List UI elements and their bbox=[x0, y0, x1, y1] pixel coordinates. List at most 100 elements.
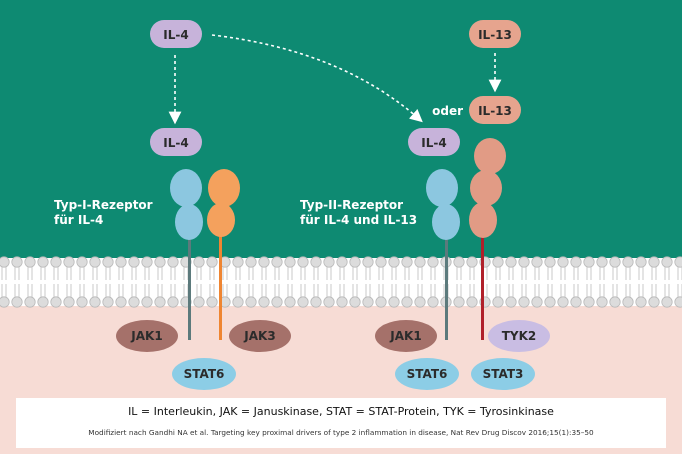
stat6-left-pill bbox=[172, 358, 236, 390]
lipid-head-inner bbox=[297, 296, 309, 308]
lipid-head-inner bbox=[596, 296, 608, 308]
lipid-head-outer bbox=[375, 256, 387, 268]
lipid-head-outer bbox=[115, 256, 127, 268]
lipid-head-inner bbox=[11, 296, 23, 308]
lipid-head-outer bbox=[401, 256, 413, 268]
type1-receptor-il4ra-lower bbox=[175, 204, 203, 240]
lipid-head-inner bbox=[245, 296, 257, 308]
lipid-head-outer bbox=[11, 256, 23, 268]
type2-receptor-label-line2: für IL-4 und IL-13 bbox=[300, 213, 417, 227]
lipid-head-outer bbox=[388, 256, 400, 268]
lipid-head-inner bbox=[648, 296, 660, 308]
legend-footer: IL = Interleukin, JAK = Januskinase, STA… bbox=[16, 398, 666, 448]
lipid-head-inner bbox=[128, 296, 140, 308]
lipid-head-inner bbox=[674, 296, 682, 308]
lipid-head-inner bbox=[323, 296, 335, 308]
lipid-head-inner bbox=[362, 296, 374, 308]
jak3-pill bbox=[229, 320, 291, 352]
lipid-head-inner bbox=[89, 296, 101, 308]
lipid-head-outer bbox=[154, 256, 166, 268]
lipid-head-outer bbox=[167, 256, 179, 268]
il4-ligand-type1-label: IL-4 bbox=[163, 136, 188, 150]
lipid-head-outer bbox=[349, 256, 361, 268]
lipid-head-outer bbox=[544, 256, 556, 268]
type1-receptor-stem-blue bbox=[188, 236, 191, 340]
lipid-head-outer bbox=[570, 256, 582, 268]
lipid-head-inner bbox=[453, 296, 465, 308]
lipid-head-outer bbox=[414, 256, 426, 268]
lipid-head-outer bbox=[492, 256, 504, 268]
lipid-head-inner bbox=[336, 296, 348, 308]
lipid-head-inner bbox=[570, 296, 582, 308]
cell-membrane bbox=[0, 256, 682, 308]
lipid-head-outer bbox=[609, 256, 621, 268]
lipid-head-outer bbox=[336, 256, 348, 268]
stat6-right-pill bbox=[395, 358, 459, 390]
jak1-right-pill bbox=[375, 320, 437, 352]
lipid-head-inner bbox=[310, 296, 322, 308]
il13-ligand-top-pill bbox=[469, 20, 521, 48]
arrow-il4-to-type2 bbox=[211, 34, 423, 123]
type1-receptor-stem-orange bbox=[219, 236, 222, 340]
lipid-head-inner bbox=[492, 296, 504, 308]
lipid-head-outer bbox=[0, 256, 10, 268]
lipid-head-outer bbox=[635, 256, 647, 268]
type1-receptor-gamma-c-upper bbox=[208, 169, 240, 207]
lipid-head-outer bbox=[63, 256, 75, 268]
lipid-head-outer bbox=[232, 256, 244, 268]
lipid-head-inner bbox=[622, 296, 634, 308]
lipid-head-inner bbox=[583, 296, 595, 308]
type2-receptor-il13ra1-bottom bbox=[469, 202, 497, 238]
il4-ligand-type1-pill bbox=[150, 128, 202, 156]
type2-receptor-stem-blue bbox=[445, 236, 448, 340]
lipid-head-outer bbox=[427, 256, 439, 268]
extracellular-background bbox=[0, 0, 682, 262]
lipid-head-outer bbox=[193, 256, 205, 268]
lipid-head-outer bbox=[128, 256, 140, 268]
lipid-head-outer bbox=[453, 256, 465, 268]
lipid-head-inner bbox=[141, 296, 153, 308]
lipid-head-outer bbox=[505, 256, 517, 268]
jak1-left-label: JAK1 bbox=[130, 329, 162, 343]
lipid-head-outer bbox=[362, 256, 374, 268]
lipid-head-inner bbox=[167, 296, 179, 308]
lipid-head-outer bbox=[661, 256, 673, 268]
lipid-head-inner bbox=[349, 296, 361, 308]
lipid-head-outer bbox=[89, 256, 101, 268]
lipid-head-outer bbox=[245, 256, 257, 268]
lipid-head-inner bbox=[102, 296, 114, 308]
lipid-head-outer bbox=[297, 256, 309, 268]
lipid-head-inner bbox=[115, 296, 127, 308]
lipid-head-inner bbox=[0, 296, 10, 308]
lipid-head-outer bbox=[557, 256, 569, 268]
lipid-head-outer bbox=[583, 256, 595, 268]
lipid-head-outer bbox=[622, 256, 634, 268]
lipid-head-inner bbox=[154, 296, 166, 308]
lipid-head-inner bbox=[544, 296, 556, 308]
type1-receptor-il4ra-upper bbox=[170, 169, 202, 207]
lipid-head-inner bbox=[661, 296, 673, 308]
lipid-head-outer bbox=[258, 256, 270, 268]
lipid-head-inner bbox=[258, 296, 270, 308]
lipid-head-inner bbox=[401, 296, 413, 308]
abbreviations-text: IL = Interleukin, JAK = Januskinase, STA… bbox=[128, 405, 554, 418]
lipid-head-inner bbox=[414, 296, 426, 308]
lipid-head-outer bbox=[76, 256, 88, 268]
lipid-head-inner bbox=[24, 296, 36, 308]
lipid-head-inner bbox=[50, 296, 62, 308]
jak3-label: JAK3 bbox=[243, 329, 275, 343]
lipid-head-outer bbox=[310, 256, 322, 268]
lipid-head-outer bbox=[206, 256, 218, 268]
type1-receptor-label-line1: Typ-I-Rezeptor bbox=[54, 198, 153, 212]
type1-receptor-label-line2: für IL-4 bbox=[54, 213, 103, 227]
lipid-head-inner bbox=[427, 296, 439, 308]
il4-ligand-type2-pill bbox=[408, 128, 460, 156]
il13-ligand-top-label: IL-13 bbox=[478, 28, 512, 42]
tyk2-pill bbox=[488, 320, 550, 352]
lipid-head-outer bbox=[466, 256, 478, 268]
lipid-head-inner bbox=[531, 296, 543, 308]
lipid-head-outer bbox=[37, 256, 49, 268]
lipid-head-inner bbox=[635, 296, 647, 308]
jak1-left-pill bbox=[116, 320, 178, 352]
oder-label: oder bbox=[432, 104, 463, 118]
